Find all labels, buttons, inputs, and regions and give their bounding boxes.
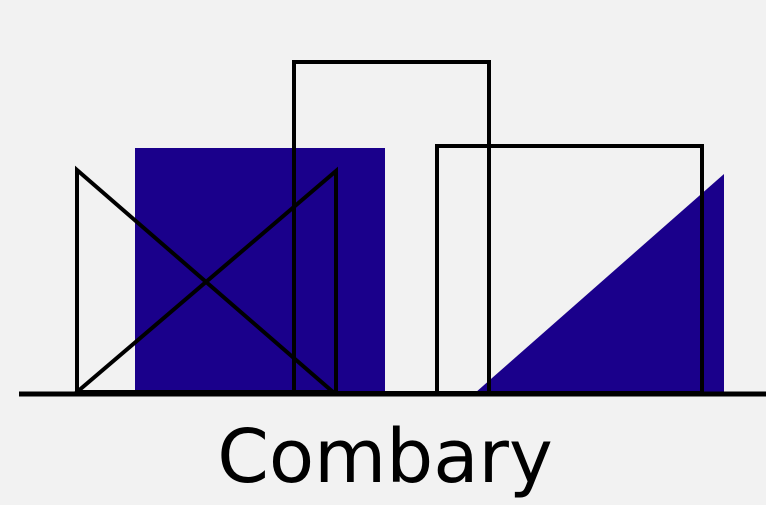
- blue-square-shape: [135, 148, 385, 393]
- wordmark-text: Combary: [217, 414, 553, 500]
- blue-triangle-shape: [475, 174, 724, 393]
